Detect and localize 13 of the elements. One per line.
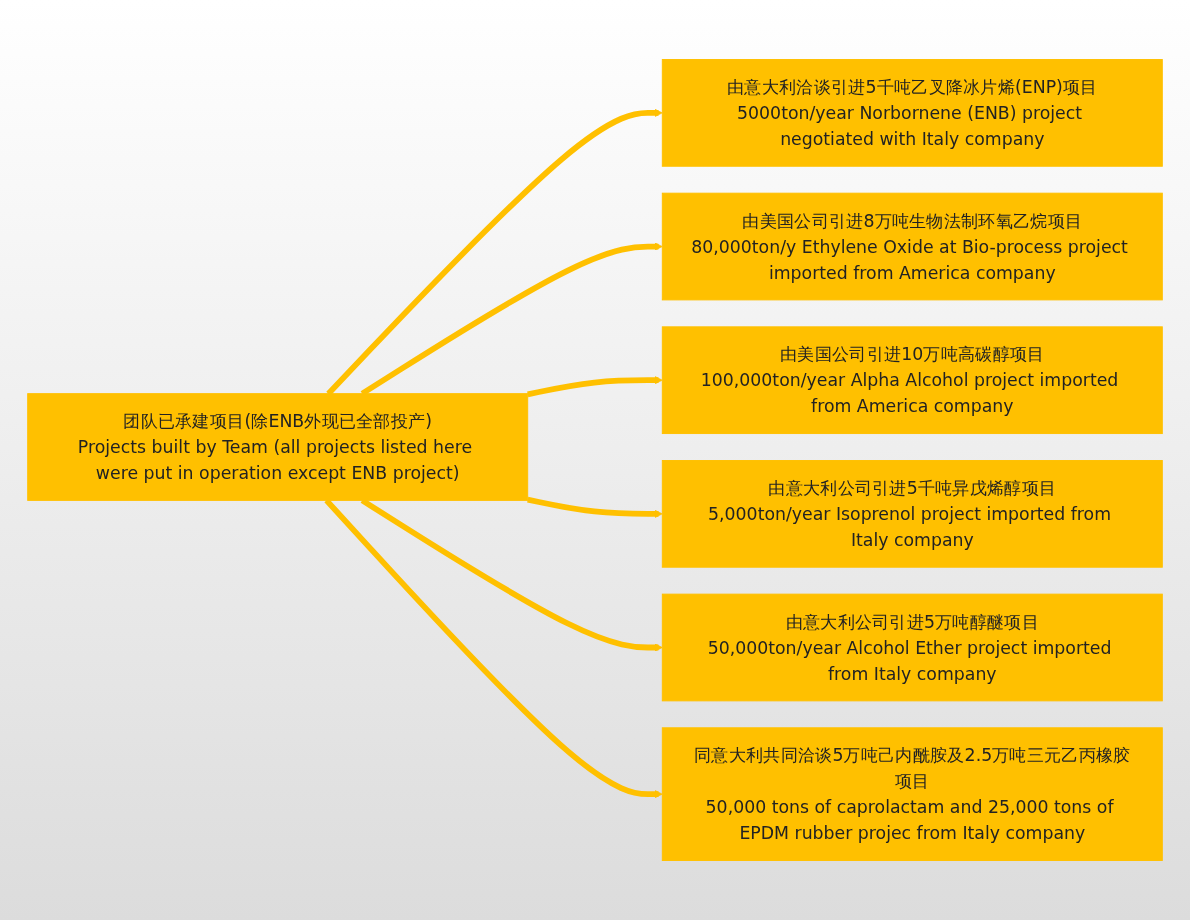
arrow [326, 108, 663, 396]
arrow [324, 498, 663, 799]
node-box: 由意大利洽谈引进5千吨乙叉降冰片烯(ENP)项目 5000ton/year Norbornene (ENB) project negotiated with Italy company [661, 59, 1163, 167]
node-box: 同意大利共同洽谈5万吨己内酰胺及2.5万吨三元乙丙橡胶项目 50,000 tons of caprolactam and 25,000 tons of EPDM rubber projec from Italy company [661, 727, 1163, 861]
node-box: 由美国公司引进8万吨生物法制环氧乙烷项目 80,000ton/y Ethylene Oxide at Bio-process project imported from America company [661, 192, 1163, 301]
arrow [360, 497, 663, 652]
node-box: 由意大利公司引进5千吨异戊烯醇项目 5,000ton/year Isoprenol project imported from Italy company [661, 460, 1163, 568]
arrow [527, 375, 663, 398]
node-box: 团队已承建项目(除ENB外现已全部投产) Projects built by Team (all projects listed here were put in operation except ENB project) [27, 393, 529, 501]
node-box: 由意大利公司引进5万吨醇醚项目 50,000ton/year Alcohol Ether project imported from Italy company [661, 593, 1163, 702]
arrow [527, 496, 663, 519]
arrow [360, 242, 663, 397]
node-box: 由美国公司引进10万吨高碳醇项目 100,000ton/year Alpha Alcohol project imported from America company [661, 326, 1163, 435]
